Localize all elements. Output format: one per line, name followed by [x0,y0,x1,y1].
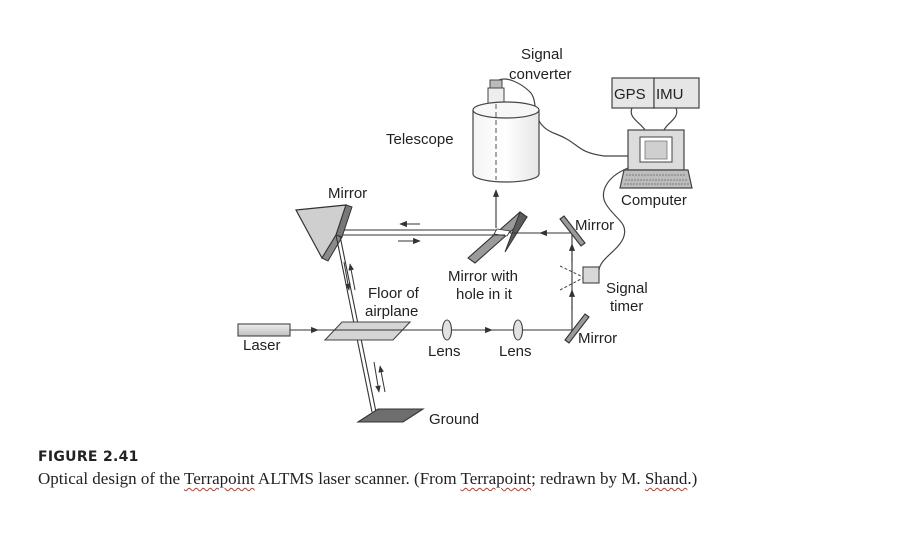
caption-text-middle: ALTMS laser scanner. (From [254,469,461,488]
mirror-right-top [559,215,586,247]
gps-cable [630,107,646,131]
mirror-right-top-label: Mirror [575,217,614,234]
telescope-cylinder [472,101,540,183]
mirror-with-hole-label-line2: hole in it [456,286,513,303]
lens-2-label: Lens [499,343,532,360]
timer-cable [598,167,629,271]
gps-label: GPS [614,86,646,103]
imu-label: IMU [656,86,684,103]
timer-split-2 [559,277,584,291]
scan-arrow-up-1 [348,263,356,291]
laser-device [237,323,291,337]
signal-timer-label-line2: timer [610,298,643,315]
lens-1 [441,319,453,341]
imu-cable [663,107,678,131]
computer-icon [619,129,693,189]
caption-text-before: Optical design of the [38,469,185,488]
mirror-with-hole [467,211,528,264]
floor-label-line1: Floor of [368,285,420,302]
signal-timer-box [582,266,600,284]
mirror-top-left-label: Mirror [328,185,367,202]
signal-converter-label-line2: converter [509,66,572,83]
airplane-floor [323,321,412,341]
telescope-label: Telescope [386,131,454,148]
timer-split-1 [559,265,584,278]
imu-box: IMU [653,77,700,109]
figure-number: FIGURE 2.41 [38,449,139,465]
caption-terrapoint-1: Terrapoint [184,469,255,488]
signal-timer-label-line1: Signal [606,280,648,297]
computer-label: Computer [621,192,687,209]
lens-2 [512,319,524,341]
mirror-with-hole-label-line1: Mirror with [448,268,518,285]
caption-terrapoint-2: Terrapoint [460,469,532,488]
lens-1-label: Lens [428,343,461,360]
floor-label-line2: airplane [365,303,418,320]
scan-arrow-down-2 [373,361,381,393]
scan-arrow-down-1 [343,261,351,291]
signal-converter-label-line1: Signal [521,46,563,63]
laser-label: Laser [243,337,281,354]
caption-text-redrawn: ; redrawn by M. [531,469,645,488]
caption-text-end: .) [687,469,698,488]
ground-surface [356,408,425,423]
ground-label: Ground [429,411,479,428]
mirror-bottom-right [564,313,590,344]
scanning-mirror [295,204,353,262]
mirror-bottom-right-label: Mirror [578,330,617,347]
signal-converter-device [487,79,505,106]
gps-box: GPS [611,77,655,109]
scan-arrow-up-2 [378,365,386,393]
caption-shand: Shand [644,469,688,488]
figure-caption: Optical design of the Terrapoint ALTMS l… [38,469,697,489]
